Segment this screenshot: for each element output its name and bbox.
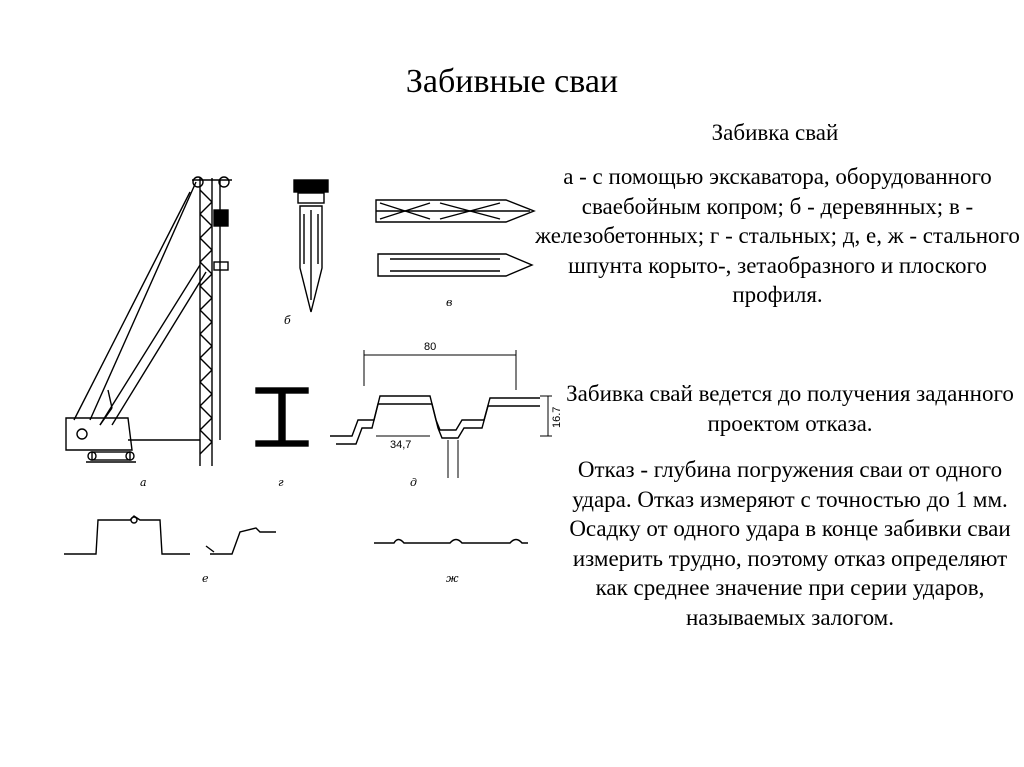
figure-label-b: б <box>284 314 291 327</box>
figure-label-d: д <box>410 476 417 489</box>
dimension-width-label: 80 <box>424 341 436 353</box>
excavator-pile-driver-drawing <box>65 176 232 466</box>
figure-label-g: г <box>278 476 284 489</box>
figure-label-v: в <box>446 296 452 309</box>
refusal-paragraph: Забивка свай ведется до получения заданн… <box>566 381 1014 436</box>
timber-pile-drawing <box>293 179 329 313</box>
z-profile-sheet-pile-drawing <box>64 515 276 555</box>
trough-sheet-pile-drawing <box>330 350 552 478</box>
caption-paragraph: а - с помощью экскаватора, оборудованног… <box>535 164 1020 307</box>
pile-driving-figure: а б в г д е ж 80 34,7 16,7 <box>64 176 560 585</box>
refusal-definition-paragraph: Отказ - глубина погружения сваи от одног… <box>569 457 1011 630</box>
concrete-pile-drawing <box>375 199 536 277</box>
figure-label-a: а <box>140 476 147 489</box>
steel-i-beam-drawing <box>255 387 309 447</box>
slide-title: Забивные сваи <box>405 63 619 100</box>
figure-label-zh: ж <box>446 572 459 585</box>
dimension-height-label: 16,7 <box>551 407 560 428</box>
flat-sheet-pile-drawing <box>374 538 528 544</box>
subtitle: Забивка свай <box>711 120 839 145</box>
dimension-inner-label: 34,7 <box>390 439 411 451</box>
figure-label-e: е <box>202 572 209 585</box>
